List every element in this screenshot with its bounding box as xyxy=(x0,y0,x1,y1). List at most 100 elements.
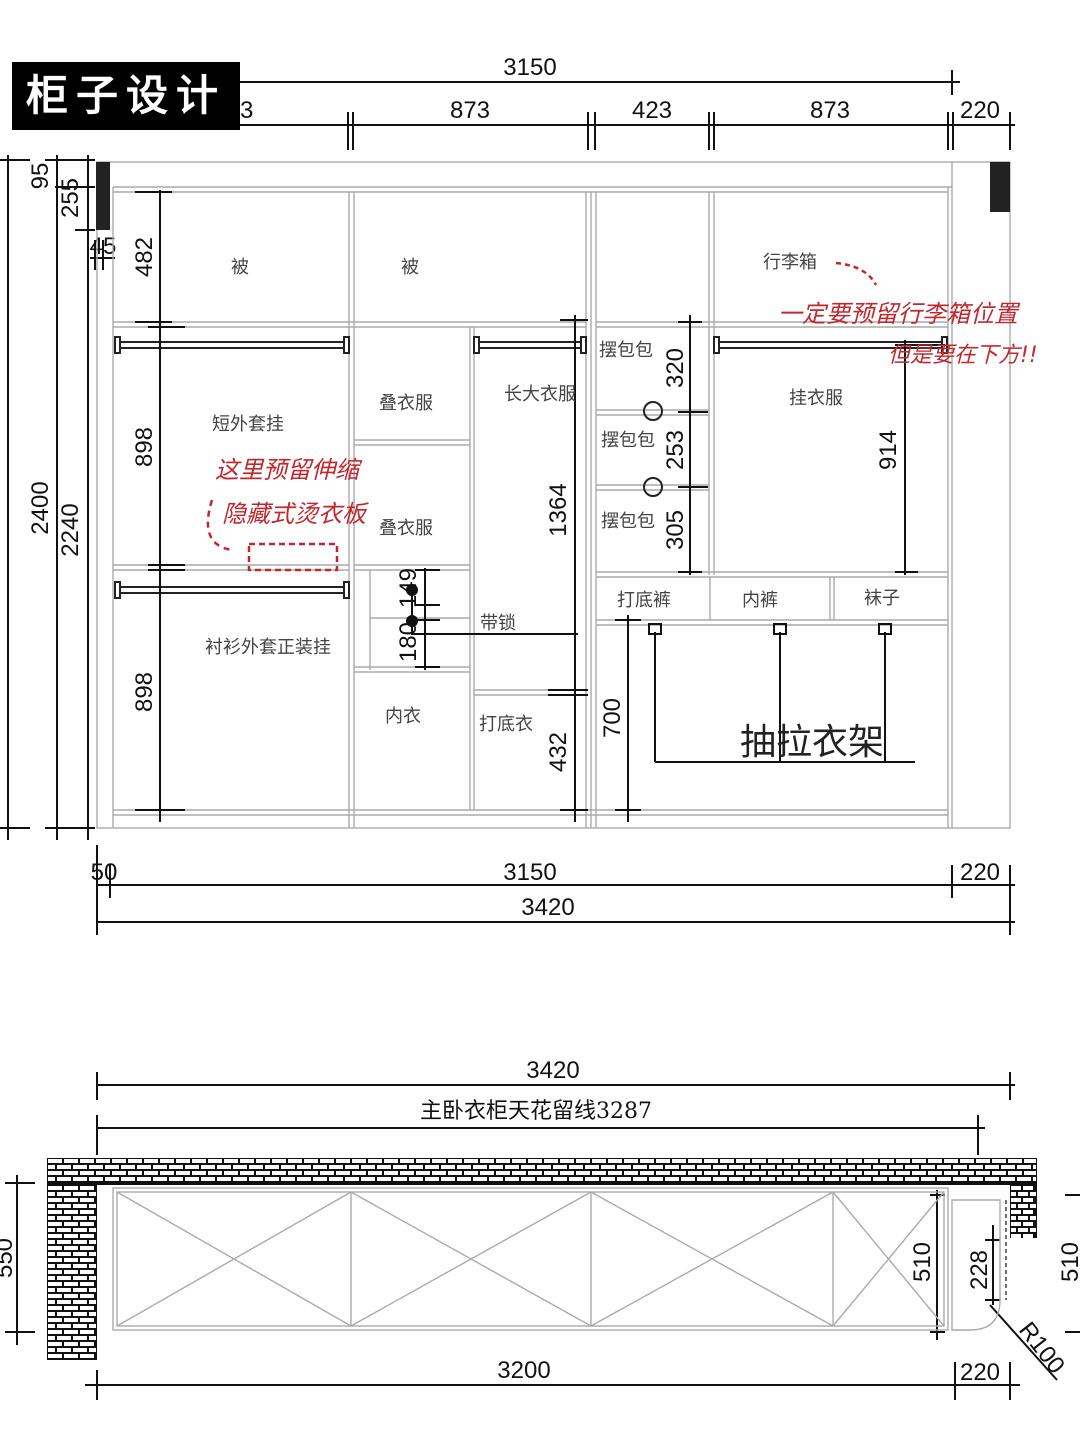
brick-wall xyxy=(47,1158,1037,1360)
brick xyxy=(976,1159,990,1163)
plan-dim-side-inner: 228 xyxy=(966,1250,993,1290)
brick xyxy=(880,1159,894,1163)
brick xyxy=(361,1177,375,1181)
brick xyxy=(48,1192,55,1196)
brick xyxy=(217,1165,231,1169)
brick xyxy=(592,1171,606,1175)
plan-dim-left-depth: 550 xyxy=(0,1238,18,1278)
brick xyxy=(281,1177,295,1181)
brick xyxy=(73,1177,87,1181)
brick xyxy=(89,1192,96,1196)
brick xyxy=(345,1165,359,1169)
brick xyxy=(64,1234,78,1238)
brick xyxy=(64,1294,78,1298)
brick xyxy=(73,1312,87,1316)
brick xyxy=(992,1159,1006,1163)
brick xyxy=(608,1159,622,1163)
brick xyxy=(73,1165,87,1169)
brick xyxy=(345,1177,359,1181)
brick xyxy=(80,1186,94,1190)
brick xyxy=(80,1282,94,1286)
brick xyxy=(825,1165,839,1169)
brick xyxy=(960,1171,974,1175)
brick xyxy=(377,1165,391,1169)
brick xyxy=(864,1171,878,1175)
plan-cabinet xyxy=(112,1187,1007,1331)
dim-seg: 220 xyxy=(960,97,1000,124)
brick xyxy=(656,1159,670,1163)
brick xyxy=(896,1159,910,1163)
brick xyxy=(784,1171,798,1175)
brick xyxy=(432,1171,446,1175)
brick xyxy=(553,1177,567,1181)
brick xyxy=(816,1159,830,1163)
brick xyxy=(80,1294,94,1298)
brick xyxy=(73,1276,87,1280)
brick xyxy=(48,1246,62,1250)
dim-bag3: 305 xyxy=(662,510,689,550)
section-labels: 被 被 行李箱 短外套挂 叠衣服 长大衣服 摆包包 摆包包 摆包包 挂衣服 叠衣… xyxy=(205,252,900,763)
brick xyxy=(320,1159,334,1163)
brick xyxy=(121,1165,135,1169)
brick xyxy=(240,1171,254,1175)
brick xyxy=(496,1171,510,1175)
brick xyxy=(240,1159,254,1163)
plan-dim-cabinet-width: 3200 xyxy=(497,1357,550,1384)
note-ironing: 这里预留伸缩 xyxy=(215,456,363,484)
label-short-coat: 短外套挂 xyxy=(212,414,284,435)
brick xyxy=(768,1159,782,1163)
brick xyxy=(825,1177,839,1181)
brick xyxy=(752,1159,766,1163)
brick xyxy=(569,1165,583,1169)
brick xyxy=(457,1177,471,1181)
brick xyxy=(953,1165,967,1169)
brick xyxy=(64,1330,78,1334)
brick xyxy=(80,1210,94,1214)
brick xyxy=(89,1300,96,1304)
circle-marker xyxy=(643,477,663,497)
top-dimensions: 3150 3 873 423 873 220 xyxy=(240,54,1015,150)
left-dimensions xyxy=(0,155,115,840)
brick xyxy=(473,1165,487,1169)
brick xyxy=(176,1171,190,1175)
brick xyxy=(64,1198,78,1202)
brick xyxy=(57,1312,71,1316)
brick xyxy=(400,1171,414,1175)
brick xyxy=(57,1228,71,1232)
brick xyxy=(256,1159,270,1163)
brick xyxy=(48,1177,55,1181)
brick xyxy=(73,1348,87,1352)
brick xyxy=(560,1159,574,1163)
brick xyxy=(80,1342,94,1346)
brick xyxy=(48,1264,55,1268)
brick xyxy=(249,1177,263,1181)
brick xyxy=(544,1171,558,1175)
brick xyxy=(112,1171,126,1175)
brick xyxy=(57,1300,71,1304)
dim-seg: 3 xyxy=(240,97,253,124)
brick xyxy=(633,1165,647,1169)
brick xyxy=(89,1288,96,1292)
label-bag: 摆包包 xyxy=(601,430,655,451)
brick xyxy=(905,1165,919,1169)
brick xyxy=(464,1171,478,1175)
brick xyxy=(969,1165,983,1169)
brick xyxy=(304,1171,318,1175)
dim-bag1: 320 xyxy=(662,348,689,388)
brick xyxy=(89,1216,96,1220)
brick xyxy=(681,1165,695,1169)
brick xyxy=(57,1288,71,1292)
brick xyxy=(585,1177,599,1181)
brick xyxy=(256,1171,270,1175)
brick xyxy=(1030,1216,1036,1220)
plan-dim-total: 3420 xyxy=(526,1057,579,1084)
brick xyxy=(1018,1204,1028,1208)
brick xyxy=(704,1171,718,1175)
brick xyxy=(761,1165,775,1169)
brick xyxy=(985,1165,999,1169)
brick xyxy=(64,1258,78,1262)
cabinet-frame xyxy=(96,161,1011,829)
brick xyxy=(537,1177,551,1181)
brick xyxy=(73,1204,87,1208)
brick xyxy=(64,1222,78,1226)
